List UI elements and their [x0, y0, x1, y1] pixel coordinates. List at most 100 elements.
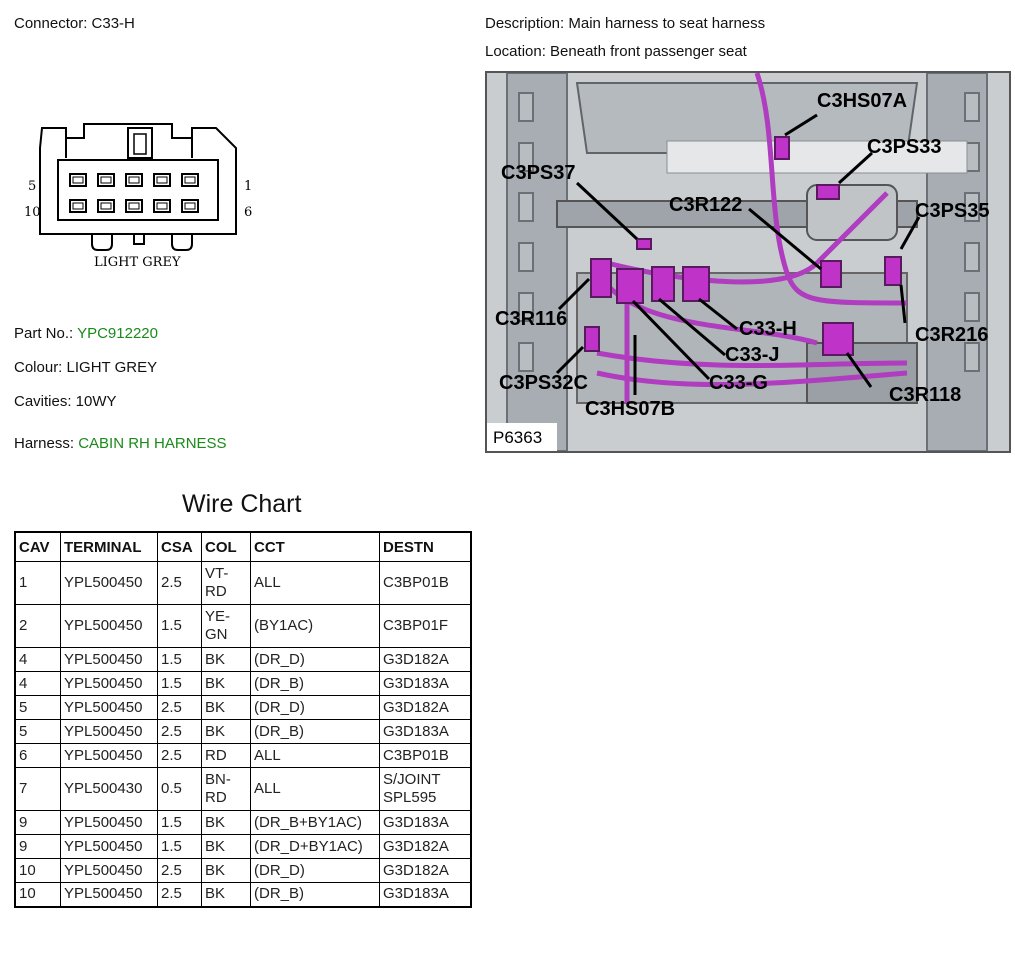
cell-terminal: YPL500450	[60, 882, 158, 907]
cell-col: YE- GN	[201, 604, 251, 648]
photo-label-10: C33-G	[709, 372, 768, 394]
col-header-csa: CSA	[157, 531, 202, 562]
cell-terminal: YPL500450	[60, 719, 158, 744]
cell-cct: (DR_B+BY1AC)	[250, 810, 380, 835]
cell-csa: 1.5	[157, 647, 202, 672]
cell-cav: 9	[14, 810, 61, 835]
cell-csa: 2.5	[157, 858, 202, 883]
cell-csa: 2.5	[157, 561, 202, 605]
cell-terminal: YPL500450	[60, 647, 158, 672]
cell-destn: G3D182A	[379, 647, 472, 672]
cell-cct: (DR_D+BY1AC)	[250, 834, 380, 859]
cell-col: BK	[201, 810, 251, 835]
cell-cct: ALL	[250, 743, 380, 768]
cell-cct: (DR_D)	[250, 647, 380, 672]
cell-csa: 2.5	[157, 743, 202, 768]
cell-csa: 1.5	[157, 834, 202, 859]
cell-cav: 10	[14, 882, 61, 907]
cell-col: BK	[201, 834, 251, 859]
cell-cav: 1	[14, 561, 61, 605]
photo-label-4: C3PS35	[915, 200, 990, 222]
pin-label-1: 1	[244, 179, 252, 194]
cell-terminal: YPL500450	[60, 810, 158, 835]
cell-cct: ALL	[250, 767, 380, 811]
cell-csa: 2.5	[157, 882, 202, 907]
cell-destn: G3D182A	[379, 695, 472, 720]
col-header-col: COL	[201, 531, 251, 562]
cell-destn: G3D182A	[379, 834, 472, 859]
cell-destn: G3D183A	[379, 882, 472, 907]
cell-cav: 9	[14, 834, 61, 859]
cell-cct: (DR_B)	[250, 719, 380, 744]
photo-label-0: C3HS07A	[817, 90, 907, 112]
cell-destn: G3D182A	[379, 858, 472, 883]
cell-cct: ALL	[250, 561, 380, 605]
photo-label-8: C33-J	[725, 344, 779, 366]
cell-terminal: YPL500450	[60, 561, 158, 605]
cell-col: VT- RD	[201, 561, 251, 605]
cell-col: BN- RD	[201, 767, 251, 811]
cell-cav: 6	[14, 743, 61, 768]
harness-link[interactable]: CABIN RH HARNESS	[78, 435, 227, 452]
photo-reference: P6363	[493, 428, 542, 447]
photo-label-7: C3R216	[915, 324, 988, 346]
cell-csa: 1.5	[157, 671, 202, 696]
cell-csa: 2.5	[157, 719, 202, 744]
part-number-label: Part No.:	[14, 325, 74, 342]
photo-label-5: C3R116	[495, 308, 567, 330]
cell-col: BK	[201, 647, 251, 672]
cell-destn: C3BP01B	[379, 743, 472, 768]
part-number-link[interactable]: YPC912220	[77, 325, 158, 342]
part-number: Part No.: YPC912220	[14, 325, 158, 342]
cell-terminal: YPL500450	[60, 858, 158, 883]
cell-cct: (DR_B)	[250, 671, 380, 696]
cell-destn: G3D183A	[379, 671, 472, 696]
location-photo: C3HS07A C3PS33 C3PS37 C3R122 C3PS35 C3R1…	[485, 71, 1011, 453]
cell-csa: 0.5	[157, 767, 202, 811]
cell-terminal: YPL500430	[60, 767, 158, 811]
harness-label: Harness:	[14, 435, 75, 452]
connector-face-drawing: 5 10 1 6 LIGHT GREY	[24, 123, 252, 270]
cell-col: BK	[201, 695, 251, 720]
cell-destn: C3BP01B	[379, 561, 472, 605]
wire-chart-title: Wire Chart	[182, 490, 302, 518]
cell-destn: G3D183A	[379, 719, 472, 744]
cell-cct: (DR_D)	[250, 858, 380, 883]
colour-info: Colour: LIGHT GREY	[14, 359, 158, 376]
cell-csa: 2.5	[157, 695, 202, 720]
cell-col: BK	[201, 719, 251, 744]
cell-csa: 1.5	[157, 810, 202, 835]
cell-terminal: YPL500450	[60, 604, 158, 648]
photo-label-2: C3PS37	[501, 162, 576, 184]
cell-cav: 5	[14, 695, 61, 720]
col-header-terminal: TERMINAL	[60, 531, 158, 562]
cell-cct: (DR_D)	[250, 695, 380, 720]
connector-colour-label: LIGHT GREY	[94, 255, 181, 270]
description: Description: Main harness to seat harnes…	[485, 15, 766, 32]
cell-terminal: YPL500450	[60, 671, 158, 696]
col-header-cct: CCT	[250, 531, 380, 562]
cell-cav: 5	[14, 719, 61, 744]
cell-cav: 4	[14, 671, 61, 696]
photo-label-12: C3HS07B	[585, 398, 675, 420]
col-header-destn: DESTN	[379, 531, 472, 562]
cell-csa: 1.5	[157, 604, 202, 648]
wire-chart-header-row: CAV TERMINAL CSA COL CCT DESTN	[14, 531, 472, 562]
connector-title: Connector: C33-H	[14, 15, 135, 32]
cell-col: BK	[201, 882, 251, 907]
photo-label-6: C33-H	[739, 318, 797, 340]
pin-label-10: 10	[24, 205, 41, 220]
photo-label-1: C3PS33	[867, 136, 942, 158]
